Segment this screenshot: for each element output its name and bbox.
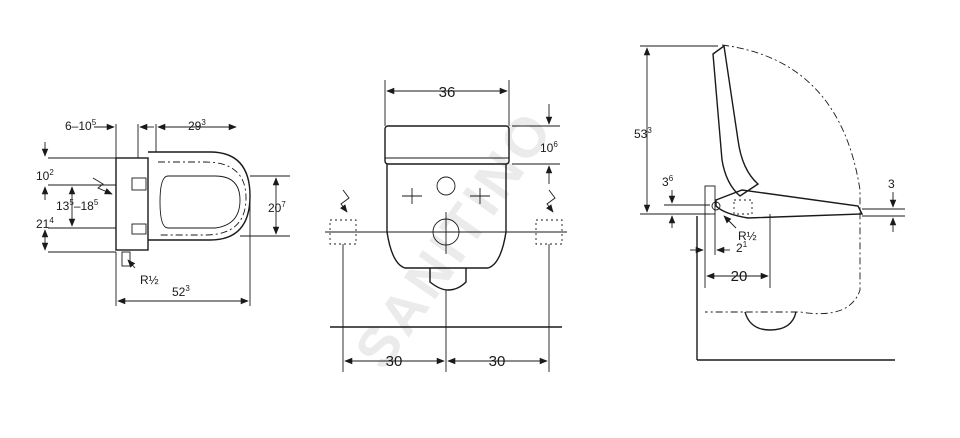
- lid-raised: [712, 44, 760, 197]
- dim-6-10-5: 6–105: [65, 118, 97, 133]
- dim-13-5-18-5: 135–185: [56, 198, 99, 213]
- bowl-front: [386, 164, 507, 269]
- seat-side: [715, 189, 864, 219]
- seat-lid: [384, 125, 510, 165]
- dim-52-3: 523: [172, 284, 190, 299]
- dim-10-2: 102: [36, 168, 54, 183]
- bowl-outline: [148, 151, 251, 241]
- plan-view: 6–105 293 102 135–185 214 207 523 R½: [36, 118, 290, 306]
- dim-3-6: 36: [662, 174, 674, 189]
- dim-20-7: 207: [268, 200, 286, 215]
- dim-53-3: 533: [634, 126, 652, 141]
- dim-30-right: 30: [489, 353, 506, 370]
- dim-20: 20: [731, 268, 748, 285]
- svg-text:SANITINO: SANITINO: [342, 98, 565, 380]
- dim-10-6: 106: [540, 140, 558, 155]
- dim-36: 36: [439, 84, 456, 101]
- dim-2-1: 21: [736, 240, 748, 255]
- front-view: 36 106 30 30: [325, 80, 567, 372]
- watermark: SANITINO: [342, 98, 565, 380]
- label-r-half-right: R½: [738, 229, 757, 243]
- dim-29-3: 293: [188, 118, 206, 133]
- dim-3: 3: [888, 177, 895, 191]
- dim-30-left: 30: [386, 353, 403, 370]
- side-section: 533 36 3 21 R½ 20: [634, 44, 905, 361]
- label-r-half-left: R½: [140, 273, 159, 287]
- control-box: [115, 157, 149, 251]
- dim-21-4: 214: [36, 216, 54, 231]
